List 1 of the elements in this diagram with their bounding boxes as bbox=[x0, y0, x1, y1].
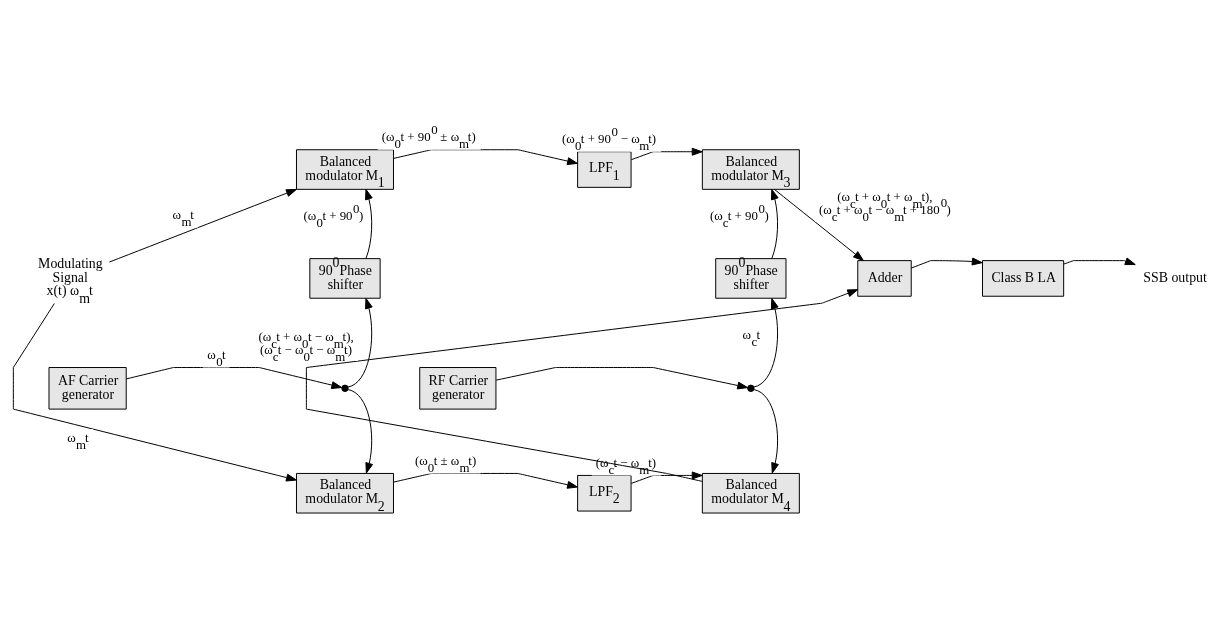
node-text: SSB output bbox=[1143, 269, 1207, 285]
